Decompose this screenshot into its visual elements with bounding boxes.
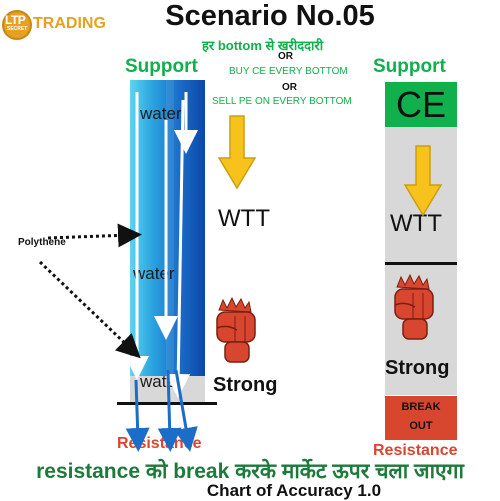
breakout-box: BREAK OUT bbox=[385, 396, 457, 440]
water-flow-arrows bbox=[125, 92, 198, 398]
water-label-2: water bbox=[133, 264, 175, 283]
down-arrow-icon bbox=[217, 115, 257, 190]
divider-line-right bbox=[385, 262, 457, 265]
support-label-right: Support bbox=[373, 56, 446, 77]
polythene-arrow-2 bbox=[38, 260, 141, 359]
breakout-line-2: OUT bbox=[409, 420, 433, 432]
or-label-1: OR bbox=[278, 51, 293, 62]
pipe-shine bbox=[166, 80, 174, 400]
page-title: Scenario No.05 bbox=[165, 0, 375, 32]
logo-icon bbox=[2, 10, 32, 40]
logo-subtext: SECRET bbox=[7, 26, 28, 32]
breakout-arrow-1 bbox=[125, 379, 150, 452]
wtt-label-right: WTT bbox=[390, 210, 442, 237]
strong-label-right: Strong bbox=[385, 357, 450, 379]
polythene-arrows bbox=[38, 223, 142, 359]
resistance-line-left bbox=[117, 402, 217, 405]
footer-caption-hindi: resistance को break करके मार्केट ऊपर चला… bbox=[36, 460, 464, 483]
instruction-hindi: हर bottom से खरीददारी bbox=[202, 38, 324, 53]
logo-text: LTP bbox=[5, 13, 26, 27]
polythene-arrow-1 bbox=[47, 223, 142, 248]
footer-accuracy: Chart of Accuracy 1.0 bbox=[206, 481, 382, 500]
breakout-arrow-3 bbox=[174, 369, 198, 452]
polythene-label: Polythene bbox=[18, 237, 66, 248]
brand-name: TRADING bbox=[33, 15, 106, 32]
support-label-left: Support bbox=[125, 56, 198, 77]
fist-icon bbox=[216, 296, 256, 363]
strong-label-left: Strong bbox=[213, 374, 278, 396]
breakout-arrow-2 bbox=[157, 369, 182, 452]
down-arrow-icon bbox=[403, 145, 443, 217]
wtt-label-left: WTT bbox=[218, 205, 270, 232]
resistance-label-right: Resistance bbox=[373, 442, 458, 459]
instruction-buy-ce: BUY CE EVERY BOTTOM bbox=[229, 66, 348, 77]
flow-arrow-4 bbox=[166, 99, 191, 398]
water-label-1: water bbox=[140, 104, 182, 123]
or-label-2: OR bbox=[282, 82, 297, 93]
breakout-line-1: BREAK bbox=[401, 401, 441, 413]
instruction-sell-pe: SELL PE ON EVERY BOTTOM bbox=[212, 96, 352, 107]
ce-box: CE bbox=[385, 82, 457, 127]
breakout-arrows bbox=[125, 369, 198, 452]
fist-icon bbox=[394, 273, 434, 340]
